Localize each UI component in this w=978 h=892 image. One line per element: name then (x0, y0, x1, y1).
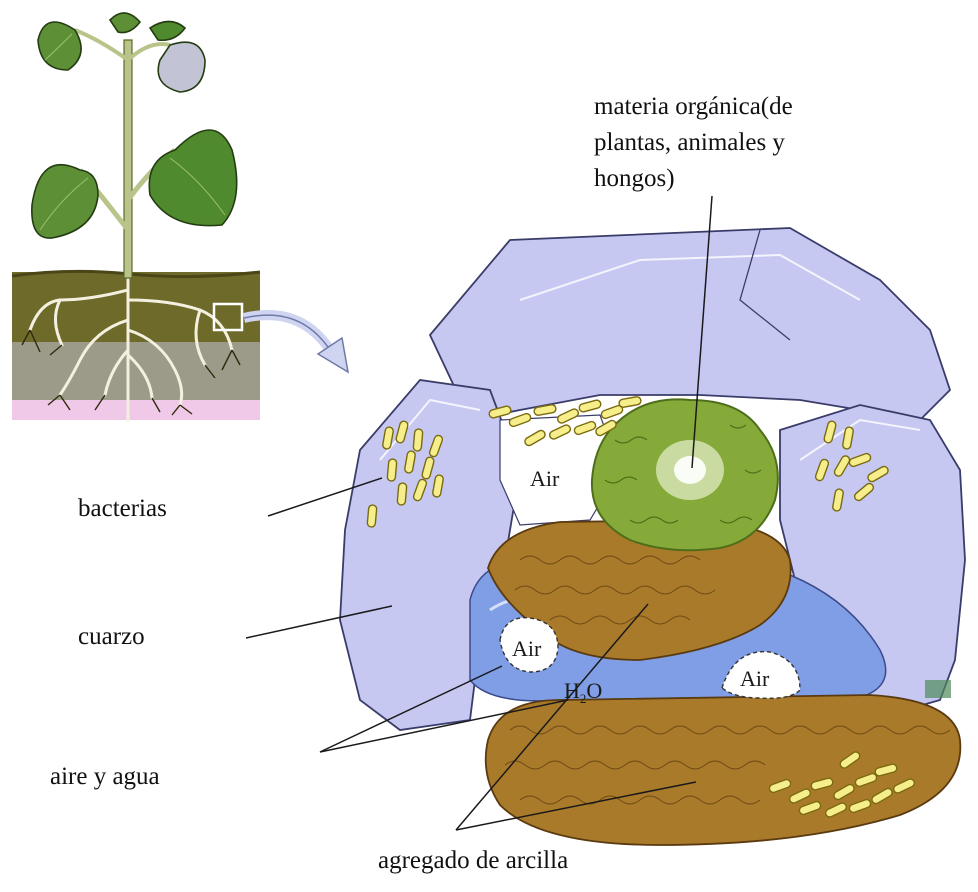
label-aire-y-agua: aire y agua (50, 760, 160, 794)
quartz-top (430, 228, 950, 420)
label-cuarzo: cuarzo (78, 620, 145, 654)
label-agregado: agregado de arcilla (378, 844, 568, 878)
air-label-right: Air (740, 666, 770, 691)
air-label-top: Air (530, 466, 560, 491)
soil-band-mid (12, 342, 260, 402)
bacterium-rod (578, 399, 601, 412)
label-materia-line3: hongos) (594, 162, 675, 196)
bacterium-rod (397, 483, 407, 506)
bacterium-rod (367, 505, 377, 528)
plant-leaves (32, 13, 237, 238)
label-materia-line1: materia orgánica(de (594, 90, 793, 124)
bacterium-rod (387, 459, 397, 482)
plant-illustration (12, 13, 260, 420)
plant-stem (124, 40, 132, 278)
soil-aggregate: Air Air Air H2O (340, 228, 965, 845)
organic-matter (592, 399, 778, 550)
label-bacterias: bacterias (78, 492, 167, 526)
bacterium-rod (618, 396, 641, 408)
air-label-left: Air (512, 636, 542, 661)
bacterium-rod (413, 429, 423, 452)
soil-band-bottom (12, 400, 260, 420)
label-materia-line2: plantas, animales y (594, 126, 785, 160)
